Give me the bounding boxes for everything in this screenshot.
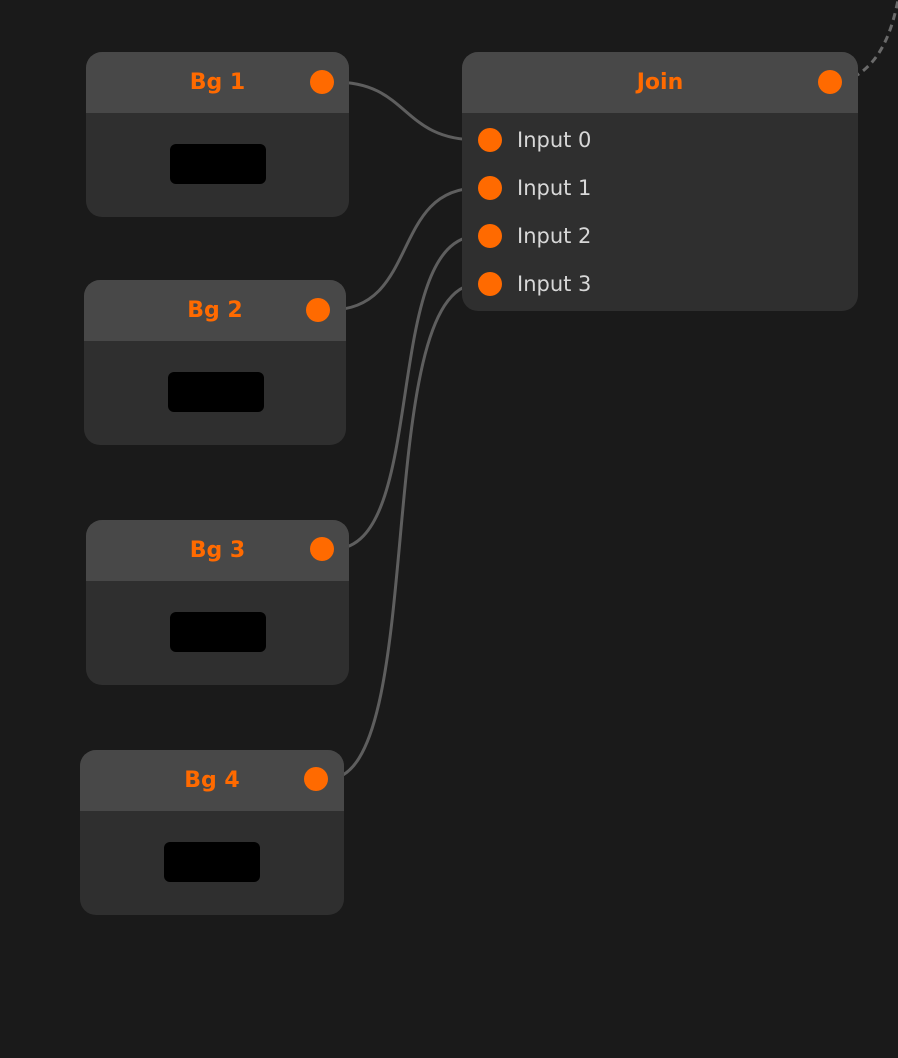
input-port-2[interactable] (478, 224, 502, 248)
wire-bg1-input0[interactable] (333, 80, 479, 142)
node-header[interactable]: Bg 4 (80, 750, 344, 811)
node-title: Bg 2 (187, 298, 243, 323)
input-label: Input 2 (517, 224, 592, 248)
node-bg-4[interactable]: Bg 4 (80, 750, 344, 915)
input-port-3[interactable] (478, 272, 502, 296)
node-title: Bg 3 (189, 538, 246, 563)
node-header[interactable]: Join (462, 52, 858, 113)
node-join[interactable]: Join Input 0 Input 1 Input 2 Input 3 (462, 52, 858, 311)
input-row-2: Input 2 (462, 212, 858, 260)
input-row-3: Input 3 (462, 260, 858, 308)
input-label: Input 1 (517, 176, 592, 200)
output-port[interactable] (310, 70, 334, 94)
input-row-0: Input 0 (462, 116, 858, 164)
wire-bg2-input1[interactable] (329, 186, 479, 312)
input-label: Input 0 (517, 128, 592, 152)
node-title: Join (636, 70, 684, 95)
node-bg-3[interactable]: Bg 3 (86, 520, 349, 685)
node-header[interactable]: Bg 3 (86, 520, 349, 581)
input-port-0[interactable] (478, 128, 502, 152)
wire-bg4-input3[interactable] (327, 282, 479, 781)
input-label: Input 3 (517, 272, 592, 296)
output-port[interactable] (304, 767, 328, 791)
output-port[interactable] (818, 70, 842, 94)
node-bg-2[interactable]: Bg 2 (84, 280, 346, 445)
node-header[interactable]: Bg 1 (86, 52, 349, 113)
output-port[interactable] (310, 537, 334, 561)
output-port[interactable] (306, 298, 330, 322)
color-swatch[interactable] (164, 842, 260, 882)
node-header[interactable]: Bg 2 (84, 280, 346, 341)
color-swatch[interactable] (168, 372, 264, 412)
node-title: Bg 4 (184, 768, 240, 793)
color-swatch[interactable] (170, 612, 266, 652)
color-swatch[interactable] (170, 144, 266, 184)
wire-bg3-input2[interactable] (333, 234, 479, 551)
node-title: Bg 1 (189, 70, 246, 95)
node-bg-1[interactable]: Bg 1 (86, 52, 349, 217)
input-port-1[interactable] (478, 176, 502, 200)
input-row-1: Input 1 (462, 164, 858, 212)
